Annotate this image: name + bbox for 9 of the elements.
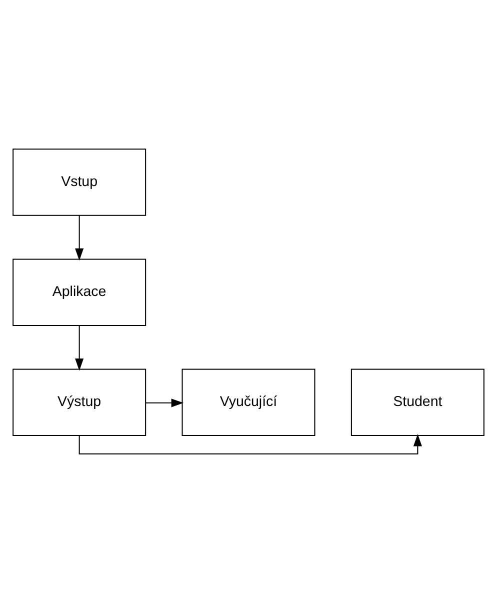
node-box: Vstup: [12, 148, 146, 216]
arrow: [74, 326, 84, 371]
arrow: [145, 398, 184, 408]
arrow: [74, 216, 84, 261]
arrow: [78, 434, 422, 454]
node-box: Vyučující: [181, 368, 315, 436]
node-box: Student: [350, 368, 484, 436]
node-box: Aplikace: [12, 258, 146, 326]
node-box: Výstup: [12, 368, 146, 436]
